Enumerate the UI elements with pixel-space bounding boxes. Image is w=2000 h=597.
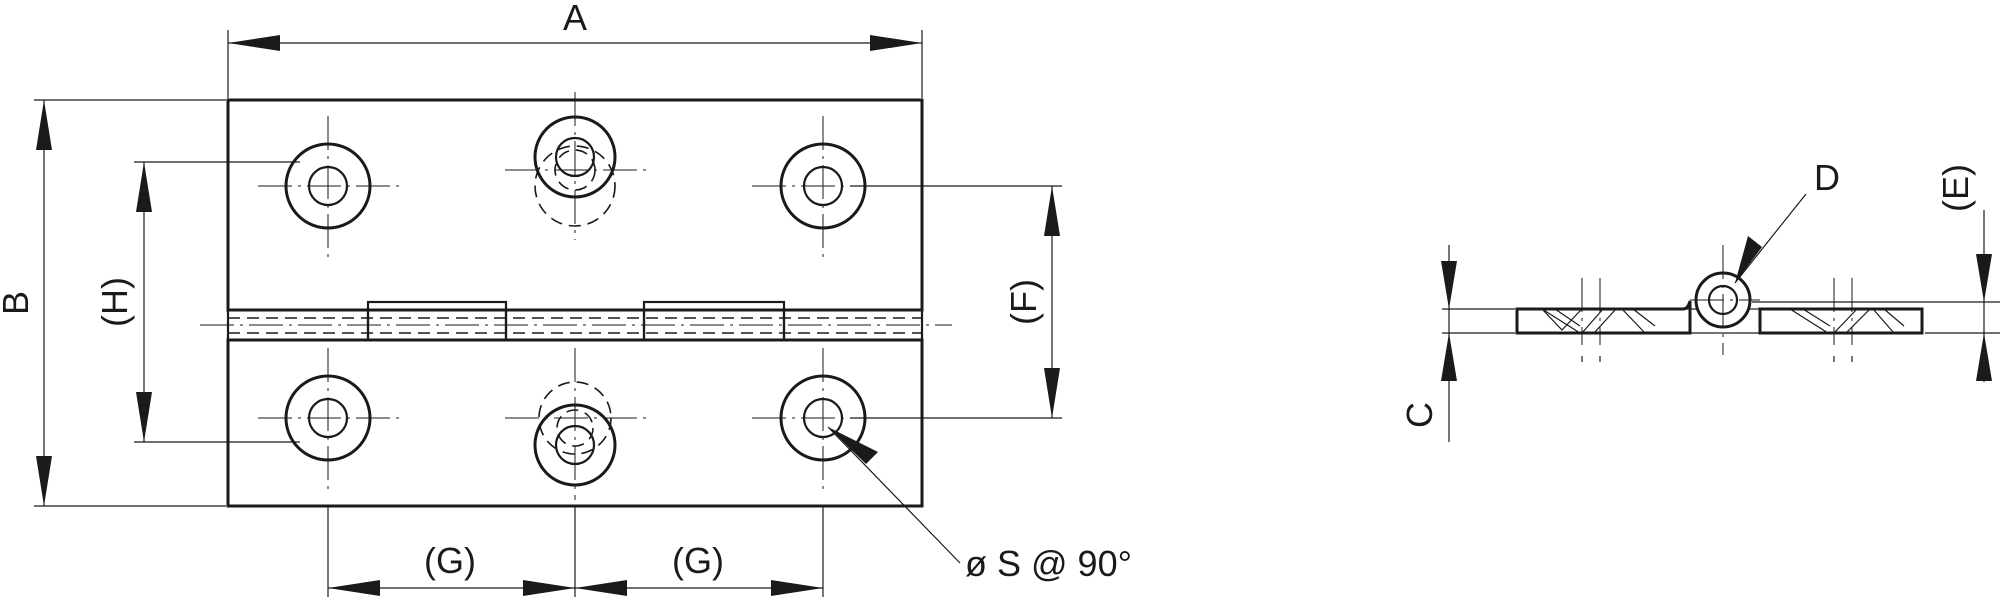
hole-top-middle	[505, 92, 648, 240]
dimension-d-label: D	[1814, 157, 1840, 198]
dimension-c: C	[1399, 245, 1515, 442]
dimension-h: (H)	[94, 161, 300, 443]
dimension-h-label: (H)	[94, 277, 135, 327]
dimension-d: D	[1734, 157, 1840, 284]
dimension-g-label-right: (G)	[672, 540, 724, 581]
dimension-g-label-left: (G)	[424, 540, 476, 581]
dimension-a: A	[227, 0, 923, 98]
dimension-a-label: A	[563, 0, 587, 38]
hinge-side-view	[1515, 245, 1924, 362]
hole-top-right	[752, 116, 893, 258]
dimension-b-label: B	[0, 291, 36, 315]
hole-bottom-middle	[505, 348, 648, 500]
hole-bottom-left	[258, 348, 400, 490]
dimension-f-label: (F)	[1003, 279, 1044, 325]
dimension-e-label: (E)	[1935, 164, 1976, 212]
dimension-g: (G) (G)	[327, 506, 824, 597]
side-countersink-right	[1789, 278, 1905, 345]
dimension-c-label: C	[1399, 402, 1440, 428]
hole-bottom-right	[752, 348, 893, 490]
hinge-front-view	[200, 92, 952, 508]
dimension-e: (E)	[1752, 164, 2000, 382]
knuckle-band	[200, 300, 952, 342]
countersink-leader: ø S @ 90°	[827, 426, 1132, 584]
side-countersink-left	[1540, 278, 1656, 345]
dimension-f: (F)	[850, 185, 1062, 419]
dimension-b: B	[0, 99, 226, 507]
hole-top-left	[258, 116, 400, 258]
countersink-label: ø S @ 90°	[965, 543, 1132, 584]
